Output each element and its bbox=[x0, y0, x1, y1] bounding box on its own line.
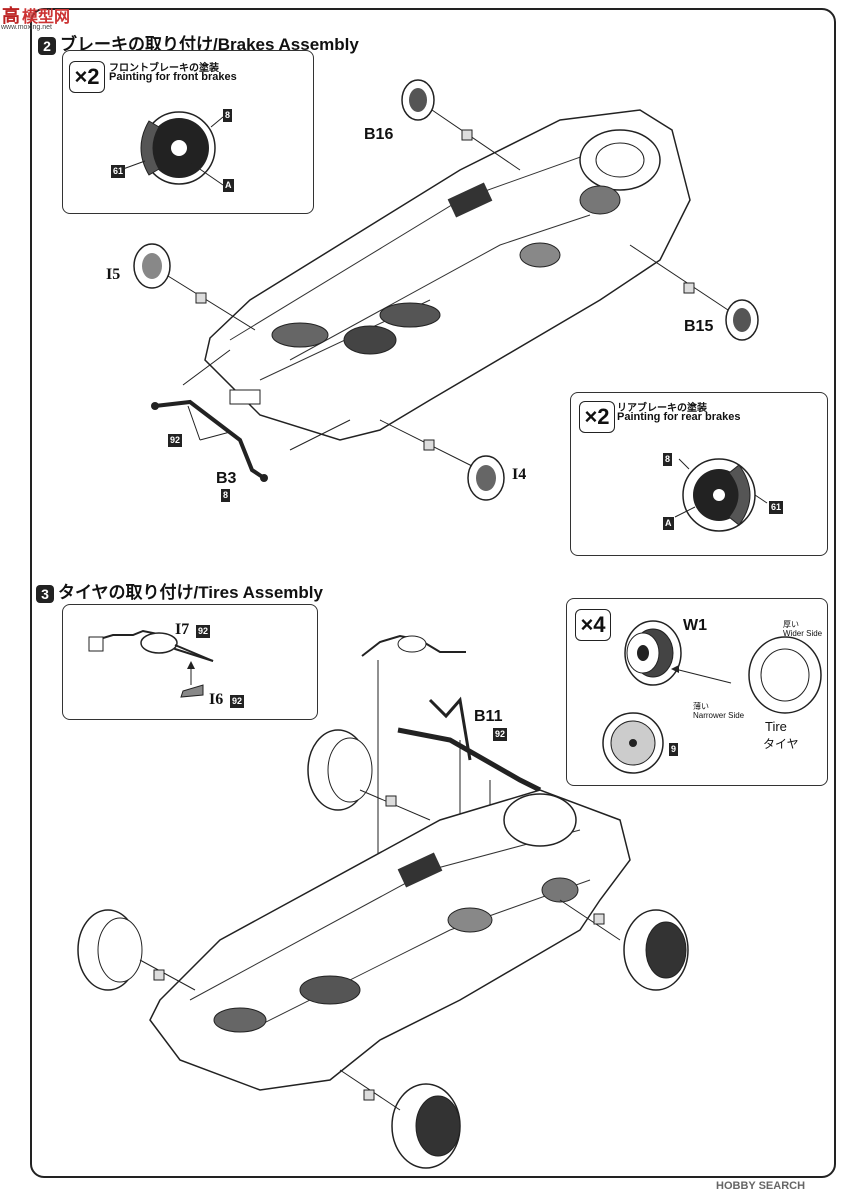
narrower-side-en: Narrower Side bbox=[693, 711, 745, 720]
logo-url: www.moxing.net bbox=[1, 24, 52, 31]
part-label-i7: I7 bbox=[175, 621, 190, 638]
part-label-i5: I5 bbox=[106, 266, 121, 283]
wheel-tire-drawing bbox=[602, 620, 822, 774]
part-label-b11: B11 bbox=[474, 708, 503, 725]
wheel-paint-code-9: 9 bbox=[669, 743, 679, 756]
multiplier-badge: ×2 bbox=[69, 61, 105, 93]
watermark-text: HOBBY SEARCH bbox=[716, 1180, 806, 1192]
paint-code-a: A bbox=[663, 517, 674, 530]
paint-code-8: 8 bbox=[223, 109, 233, 122]
logo-text: 高 bbox=[2, 6, 20, 26]
tire-label-en: Tire bbox=[765, 719, 787, 734]
part-label-b16: B16 bbox=[364, 126, 394, 143]
logo-sub: 模型网 bbox=[22, 9, 71, 26]
narrower-side-jp: 薄い bbox=[693, 702, 709, 711]
part-label-i6: I6 bbox=[209, 691, 224, 708]
front-brake-paint-box: ×2 フロントブレーキの塗装 Painting for front brakes… bbox=[62, 50, 314, 214]
i6-paint-code: 92 bbox=[230, 695, 245, 708]
multiplier-badge: ×2 bbox=[579, 401, 615, 433]
rear-brake-paint-box: ×2 リアブレーキの塗装 Painting for rear brakes 8 … bbox=[570, 392, 828, 556]
tire-label-jp: タイヤ bbox=[763, 737, 799, 751]
step2-number: 2 bbox=[38, 36, 56, 55]
rear-brake-jp-label: リアブレーキの塗装 bbox=[617, 403, 707, 414]
paint-code-a: A bbox=[223, 179, 234, 192]
wheel-tire-box: ×4 W1 厚い Wider Side 薄い Narrower Side Tir… bbox=[566, 598, 828, 786]
part-label-i4: I4 bbox=[512, 466, 527, 483]
b3-paint-code: 8 bbox=[221, 489, 231, 502]
step3-number: 3 bbox=[36, 584, 54, 603]
brake-assembly-drawing bbox=[133, 79, 759, 501]
step2-title: ブレーキの取り付け/Brakes Assembly bbox=[60, 35, 359, 54]
front-brake-drawing bbox=[122, 111, 224, 186]
rear-brake-en-label: Painting for rear brakes bbox=[617, 411, 741, 423]
paint-code-61: 61 bbox=[769, 501, 784, 514]
part-label-b3: B3 bbox=[216, 470, 237, 487]
sway-bar-paint-code: 92 bbox=[168, 434, 183, 447]
page-frame bbox=[30, 8, 836, 1178]
site-logo[interactable]: 高 模型网 www.moxing.net bbox=[0, 2, 74, 34]
part-label-b15: B15 bbox=[684, 318, 714, 335]
paint-code-61: 61 bbox=[111, 165, 126, 178]
front-brake-en-label: Painting for front brakes bbox=[109, 71, 237, 83]
wider-side-jp: 厚い bbox=[783, 620, 799, 629]
multiplier-badge: ×4 bbox=[575, 609, 611, 641]
exhaust-drawing bbox=[88, 629, 214, 698]
b11-paint-code: 92 bbox=[493, 728, 508, 741]
paint-code-8: 8 bbox=[663, 453, 673, 466]
part-label-w1: W1 bbox=[683, 617, 707, 634]
front-brake-jp-label: フロントブレーキの塗装 bbox=[109, 63, 219, 74]
step3-title: タイヤの取り付け/Tires Assembly bbox=[58, 583, 323, 602]
hobby-search-watermark: HOBBY SEARCH bbox=[716, 1180, 805, 1192]
exhaust-assembly-box: I7 92 I6 92 bbox=[62, 604, 318, 720]
i7-paint-code: 92 bbox=[196, 625, 211, 638]
rear-brake-drawing bbox=[674, 458, 768, 532]
wider-side-en: Wider Side bbox=[783, 629, 823, 638]
wheel-rear-left bbox=[307, 729, 373, 811]
